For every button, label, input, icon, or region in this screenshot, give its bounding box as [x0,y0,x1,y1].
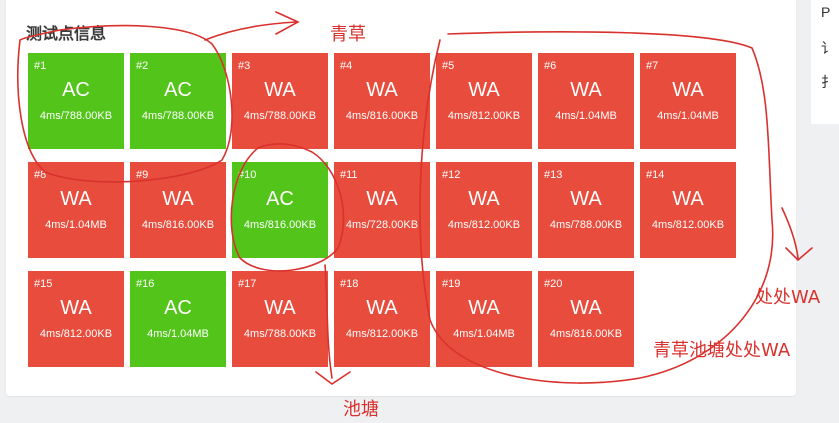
test-case-stats: 4ms/1.04MB [453,328,515,340]
annotation-full-phrase: 青草池塘处处WA [653,340,791,361]
test-case-verdict: WA [672,188,704,210]
test-case-stats: 4ms/788.00KB [243,110,317,122]
test-case-verdict: AC [62,79,90,101]
test-case-verdict: WA [468,188,500,210]
test-case-stats: 4ms/1.04MB [45,219,107,231]
test-case-number: #13 [544,169,563,181]
test-case-number: #17 [238,278,257,290]
right-panel-char: P [821,4,831,20]
test-case-verdict: WA [366,297,398,319]
test-case-verdict: WA [60,297,92,319]
test-case-number: #12 [442,169,461,181]
test-case-verdict: WA [570,297,602,319]
test-case-stats: 4ms/788.00KB [549,219,623,231]
test-case-verdict: WA [570,188,602,210]
test-case-stats: 4ms/812.00KB [39,328,113,340]
test-case-stats: 4ms/816.00KB [243,219,317,231]
test-case-stats: 4ms/816.00KB [549,328,623,340]
test-case-stats: 4ms/788.00KB [39,110,113,122]
test-case-number: #18 [340,278,359,290]
test-case-number: #16 [136,278,155,290]
test-case-number: #20 [544,278,563,290]
test-case-number: #5 [442,60,455,72]
right-panel-char: 扌 [821,74,835,90]
test-case-verdict: AC [266,188,294,210]
test-case-stats: 4ms/816.00KB [141,219,215,231]
test-case-stats: 4ms/812.00KB [345,328,419,340]
test-case-number: #4 [340,60,353,72]
right-sidebar-fragment: P 讠 扌 [811,0,839,124]
test-case-stats: 4ms/1.04MB [657,110,719,122]
test-case-number: #6 [544,60,557,72]
test-case-number: #3 [238,60,251,72]
test-case-number: #7 [646,60,659,72]
test-case-verdict: WA [366,188,398,210]
right-panel-char: 讠 [821,40,835,56]
test-case-verdict: AC [164,297,192,319]
test-case-verdict: WA [570,79,602,101]
test-case-verdict: WA [162,188,194,210]
test-case-stats: 4ms/812.00KB [447,110,521,122]
test-case-number: #9 [136,169,149,181]
test-case-verdict: WA [60,188,92,210]
test-case-number: #10 [238,169,257,181]
test-case-stats: 4ms/1.04MB [555,110,617,122]
test-case-verdict: WA [264,297,296,319]
test-case-stats: 4ms/788.00KB [141,110,215,122]
annotation-chitang: 池塘 [343,399,379,420]
test-case-verdict: AC [164,79,192,101]
test-case-verdict: WA [468,79,500,101]
test-case-number: #2 [136,60,149,72]
test-case-number: #1 [34,60,47,72]
test-case-stats: 4ms/788.00KB [243,328,317,340]
test-case-verdict: WA [366,79,398,101]
annotation-qingcao: 青草 [330,24,366,45]
test-case-verdict: WA [672,79,704,101]
test-case-stats: 4ms/816.00KB [345,110,419,122]
test-case-stats: 4ms/812.00KB [651,219,725,231]
test-case-verdict: WA [264,79,296,101]
panel-title: 测试点信息 [26,26,107,43]
test-case-verdict: WA [468,297,500,319]
test-case-number: #15 [34,278,53,290]
test-case-number: #19 [442,278,461,290]
test-case-number: #11 [340,169,358,181]
test-case-stats: 4ms/1.04MB [147,328,209,340]
test-case-number: #8 [34,169,47,181]
annotation-chuchu-wa: 处处WA [755,287,821,308]
test-case-number: #14 [646,169,665,181]
test-case-stats: 4ms/728.00KB [345,219,419,231]
test-case-stats: 4ms/812.00KB [447,219,521,231]
